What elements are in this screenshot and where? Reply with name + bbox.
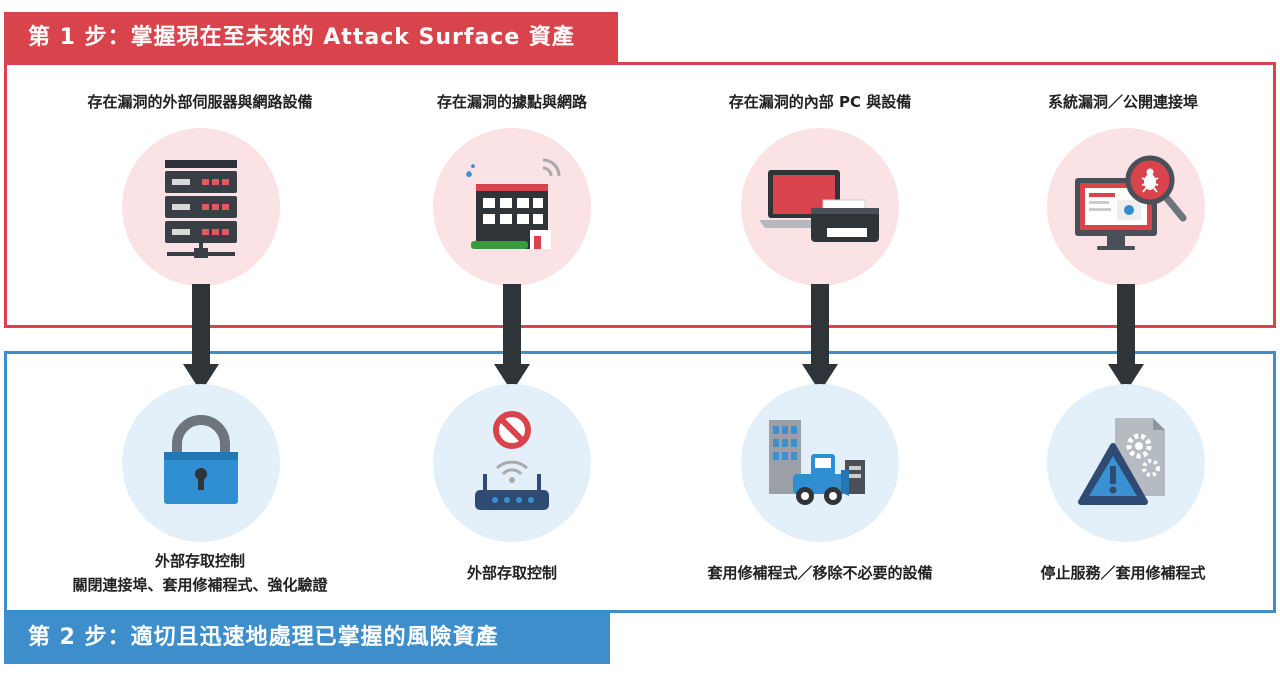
step2-label-patch-remove: 套用修補程式／移除不必要的設備 [707,564,933,582]
step1-label-sites: 存在漏洞的據點與網路 [436,93,587,111]
router-circle [433,384,591,542]
vulnerability-circle [1047,128,1205,286]
monitor-bug-magnifier-icon [1075,155,1187,250]
step2-title: 第 2 步：適切且迅速地處理已掌握的風險資產 [4,612,610,664]
laptop-printer-icon [759,170,879,242]
pc-circle [741,128,899,286]
office-building-wifi-icon [466,158,561,249]
step1-label-vulnerabilities: 系統漏洞／公開連接埠 [1047,93,1198,111]
step1-label-servers: 存在漏洞的外部伺服器與網路設備 [87,93,313,111]
padlock-icon [164,415,238,504]
server-rack-icon [165,160,237,258]
service-circle [1047,384,1205,542]
step2-label-access-control-detail: 關閉連接埠、套用修補程式、強化驗證 [72,576,328,594]
bulldozer-removal-icon [769,420,865,505]
arrow-down-4 [1108,284,1144,392]
arrow-down-2 [494,284,530,392]
arrow-down-1 [183,284,219,392]
lock-circle [122,384,280,542]
step1-label-internal-pc: 存在漏洞的內部 PC 與設備 [728,93,912,111]
step2-label-router: 外部存取控制 [466,564,557,582]
step2-label-stop-service: 停止服務／套用修補程式 [1040,564,1206,582]
step1-frame [4,62,1276,328]
step2-frame [4,351,1276,613]
router-blocked-icon [475,411,549,510]
step1-title: 第 1 步：掌握現在至未來的 Attack Surface 資產 [4,12,618,64]
removal-circle [741,384,899,542]
building-circle [433,128,591,286]
warning-gear-icon [1078,418,1165,505]
arrow-down-3 [802,284,838,392]
step2-label-access-control: 外部存取控制 [154,552,245,570]
server-circle [122,128,280,286]
